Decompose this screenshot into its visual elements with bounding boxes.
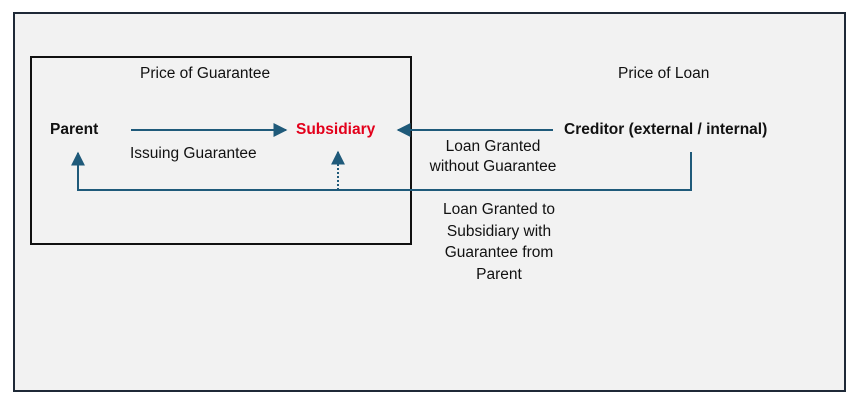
loan-with-guarantee-line-1: Loan Granted to [442,201,556,218]
subsidiary-node: Subsidiary [296,121,376,138]
loan-with-guarantee-line-3: Guarantee from [444,244,554,262]
loan-with-guarantee-line-2: Subsidiary with [446,222,552,240]
loan-with-guarantee-line-4: Parent [476,266,522,284]
price-of-loan-label: Price of Loan [618,65,710,82]
loan-without-guarantee-label: Loan Granted without Guarantee [418,137,568,177]
issuing-guarantee-label: Issuing Guarantee [130,145,257,162]
guarantee-box [30,56,412,245]
parent-node: Parent [50,121,99,138]
loan-without-guarantee-line-1: Loan Granted [445,138,541,155]
loan-with-guarantee-label: Loan Granted to Subsidiary with Guarante… [424,199,574,286]
diagram-frame [13,12,846,392]
loan-without-guarantee-line-2: without Guarantee [429,158,557,176]
creditor-node: Creditor (external / internal) [564,121,768,138]
price-of-guarantee-label: Price of Guarantee [140,65,271,82]
